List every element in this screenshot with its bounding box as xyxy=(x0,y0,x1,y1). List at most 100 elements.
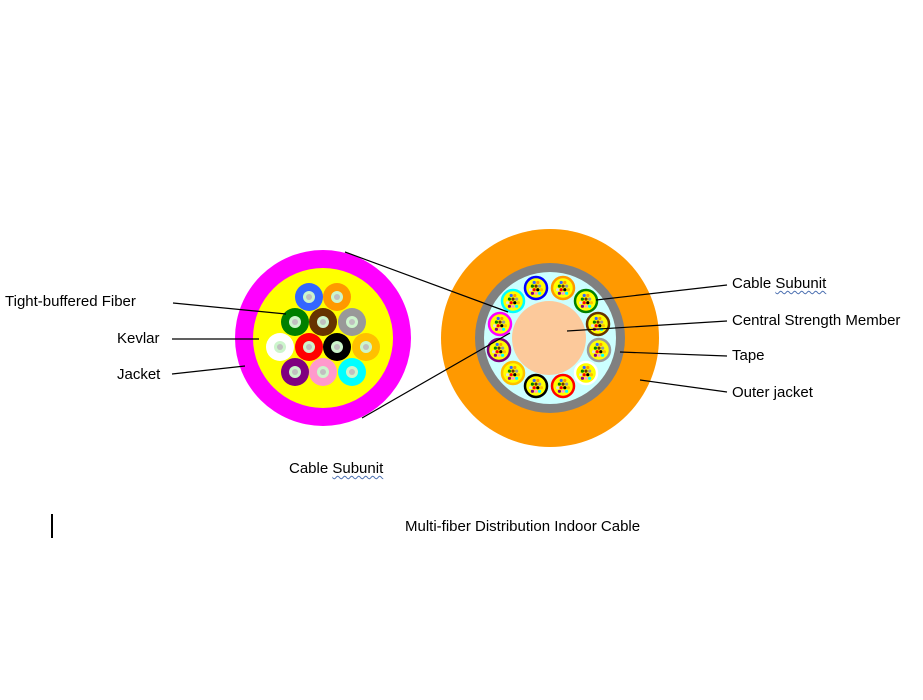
mini-fiber xyxy=(496,324,500,328)
mini-fiber xyxy=(530,382,535,386)
mini-fiber xyxy=(513,293,517,298)
mini-fiber xyxy=(513,301,517,305)
mini-fiber xyxy=(515,304,519,308)
label-text: Cable xyxy=(732,275,776,292)
mini-fiber xyxy=(498,320,502,324)
text-cursor xyxy=(51,514,53,538)
mini-fiber xyxy=(511,304,515,308)
mini-fiber xyxy=(580,297,585,301)
mini-fiber xyxy=(515,297,519,301)
cable-subunit xyxy=(550,373,576,399)
mini-fiber xyxy=(580,376,585,380)
fiber-core xyxy=(306,294,312,300)
mini-fiber xyxy=(586,373,590,377)
mini-fiber xyxy=(593,353,598,357)
mini-fiber xyxy=(579,373,583,377)
mini-fiber xyxy=(534,389,538,393)
mini-fiber xyxy=(502,350,506,354)
mini-fiber xyxy=(594,316,598,321)
mini-fiber xyxy=(595,342,599,347)
cable-subunit xyxy=(487,311,513,337)
mini-fiber xyxy=(502,320,506,324)
mini-fiber xyxy=(506,301,510,305)
cable-subunit xyxy=(500,288,526,314)
mini-fiber xyxy=(506,373,510,377)
mini-fiber xyxy=(507,304,511,308)
mini-fiber xyxy=(595,350,599,354)
mini-fiber xyxy=(561,389,565,393)
mini-fiber xyxy=(507,297,511,301)
fiber-core xyxy=(277,344,283,350)
subunit-leader xyxy=(595,284,728,301)
mini-fiber xyxy=(499,350,503,354)
mini-fiber xyxy=(515,376,519,380)
mini-fiber xyxy=(596,320,600,324)
mini-fiber xyxy=(599,342,603,347)
mini-fiber xyxy=(509,301,513,305)
cable-subunit xyxy=(550,275,576,301)
mini-fiber xyxy=(536,378,540,383)
mini-fiber xyxy=(509,293,513,298)
mini-fiber xyxy=(588,369,592,373)
mini-fiber xyxy=(530,284,535,288)
mini-fiber xyxy=(502,327,506,331)
mini-fiber xyxy=(538,291,542,295)
mini-fiber xyxy=(493,324,497,328)
mini-fiber xyxy=(538,389,542,393)
caption-text: Cable xyxy=(289,460,333,477)
mini-fiber xyxy=(509,373,513,377)
mini-fiber xyxy=(507,376,511,380)
mini-fiber xyxy=(586,365,590,370)
label-jacket: Jacket xyxy=(117,366,161,383)
mini-fiber xyxy=(594,324,598,328)
mini-fiber xyxy=(497,346,501,350)
mini-fiber xyxy=(584,376,588,380)
mini-fiber xyxy=(559,288,563,292)
mini-fiber xyxy=(557,291,562,295)
mini-fiber xyxy=(601,346,605,350)
cable-subunit xyxy=(586,337,612,363)
mini-fiber xyxy=(589,373,594,377)
cable-subunit xyxy=(585,311,611,337)
mini-fiber xyxy=(515,369,519,373)
mini-fiber xyxy=(565,284,569,288)
mini-fiber xyxy=(532,280,536,285)
mini-fiber xyxy=(509,365,513,370)
mini-fiber xyxy=(497,353,501,357)
mini-fiber xyxy=(496,316,500,321)
mini-fiber xyxy=(579,301,583,305)
label-tape: Tape xyxy=(732,347,765,364)
fiber-core xyxy=(292,319,298,325)
fiber-core xyxy=(334,344,340,350)
mini-fiber xyxy=(498,327,502,331)
mini-fiber xyxy=(588,304,592,308)
mini-fiber xyxy=(584,304,588,308)
mini-fiber xyxy=(529,288,533,292)
cable-subunit xyxy=(523,373,549,399)
mini-fiber xyxy=(513,373,517,377)
fiber-leader xyxy=(172,302,287,315)
mini-fiber xyxy=(582,301,586,305)
leader-lines xyxy=(171,251,728,419)
mini-fiber xyxy=(539,386,544,390)
mini-fiber xyxy=(598,316,602,321)
mini-fiber xyxy=(495,342,499,347)
mini-fiber xyxy=(561,291,565,295)
mini-fiber xyxy=(511,369,515,373)
cable-subunit xyxy=(500,360,526,386)
mini-fiber xyxy=(500,316,504,321)
mini-fiber xyxy=(586,293,590,298)
mini-fiber xyxy=(556,288,560,292)
mini-fiber xyxy=(532,288,536,292)
central-strength-member xyxy=(512,301,586,375)
mini-fiber xyxy=(597,353,601,357)
zoom-line-bottom xyxy=(361,332,511,419)
mini-fiber xyxy=(601,353,605,357)
caption-cable-subunit: Cable Subunit xyxy=(289,460,383,478)
mini-fiber xyxy=(559,280,563,285)
fiber-core xyxy=(306,344,312,350)
mini-fiber xyxy=(566,288,571,292)
distribution-cable-cross-section xyxy=(441,229,659,447)
mini-fiber xyxy=(534,382,538,386)
mini-fiber xyxy=(565,291,569,295)
